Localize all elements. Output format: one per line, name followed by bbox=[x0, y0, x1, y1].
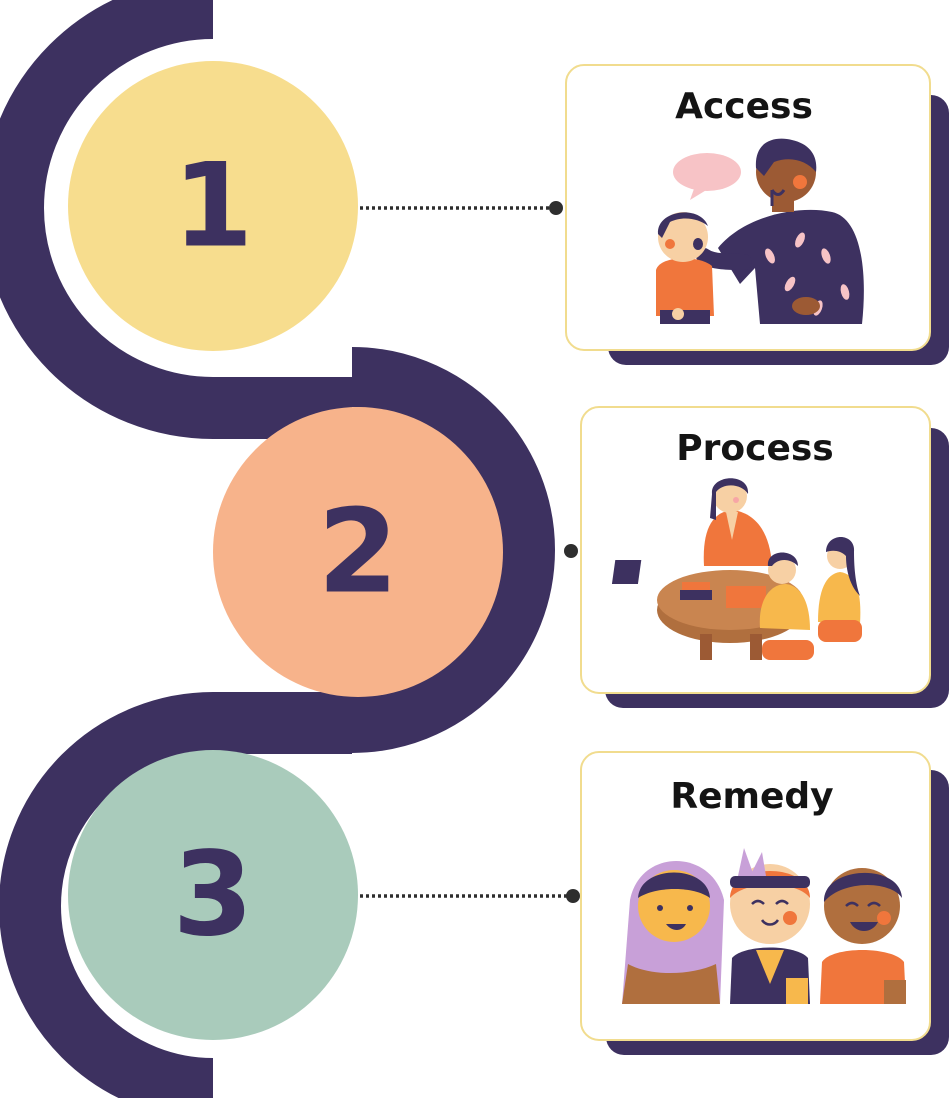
step-3-number: 3 bbox=[173, 828, 254, 963]
step-2-number: 2 bbox=[318, 485, 399, 620]
step-1-circle bbox=[68, 61, 358, 351]
ribbon-segment-top bbox=[0, 0, 352, 439]
adult-and-child-icon bbox=[656, 138, 864, 324]
step-1-title: Access bbox=[675, 86, 813, 127]
step-1-card: Access bbox=[565, 64, 949, 365]
connector-3 bbox=[360, 889, 580, 903]
connector-1 bbox=[360, 201, 563, 215]
step-2-title: Process bbox=[676, 428, 833, 469]
step-3-circle bbox=[68, 750, 358, 1040]
connector-2 bbox=[564, 544, 578, 558]
s-ribbon bbox=[0, 0, 555, 1098]
ribbon-segment-middle bbox=[351, 347, 555, 753]
teacher-and-students-icon bbox=[611, 478, 862, 660]
step-2-circle bbox=[213, 407, 503, 697]
step-1-number: 1 bbox=[173, 139, 254, 274]
step-3-title: Remedy bbox=[670, 776, 833, 817]
step-2-card: Process bbox=[580, 406, 949, 708]
ribbon-segment-bottom bbox=[0, 692, 352, 1098]
three-children-icon bbox=[622, 848, 906, 1004]
step-3-card: Remedy bbox=[580, 751, 949, 1055]
